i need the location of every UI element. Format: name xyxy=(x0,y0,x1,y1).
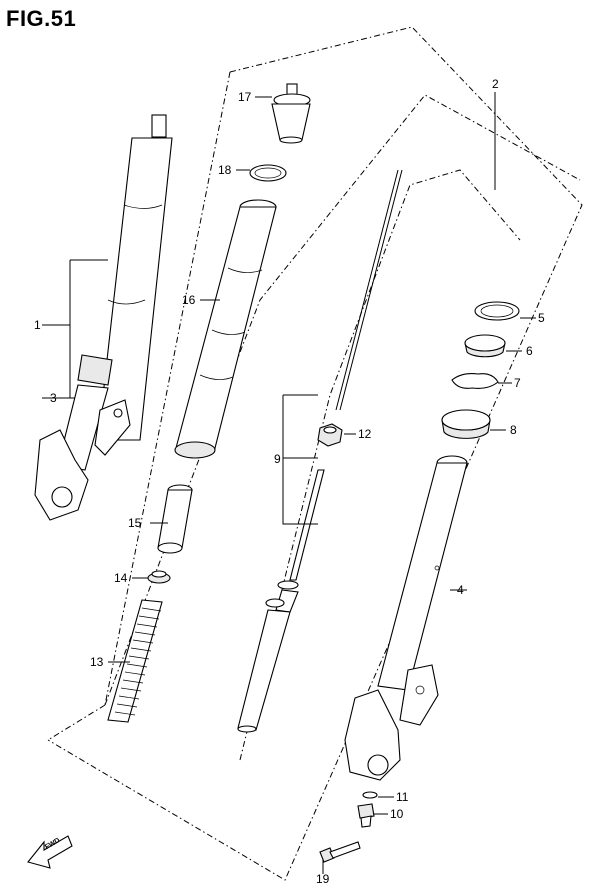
outer-tube-top-band xyxy=(77,354,113,386)
fwd-arrow-icon xyxy=(27,835,73,869)
callout-5: 5 xyxy=(538,311,545,325)
figure-title: FIG.51 xyxy=(6,6,77,31)
inner-assembly-frame xyxy=(239,169,521,761)
axle-bracket xyxy=(34,429,89,521)
leader-lines xyxy=(42,92,536,874)
axle-holder-right xyxy=(344,689,401,781)
front-fork-left-assembly xyxy=(34,114,173,521)
guide-bushing xyxy=(451,373,499,389)
callout-8: 8 xyxy=(510,423,517,437)
spring-seat xyxy=(147,570,171,584)
callout-7: 7 xyxy=(514,376,521,390)
callout-6: 6 xyxy=(526,344,533,358)
axle-hole xyxy=(51,486,73,508)
gasket xyxy=(362,791,378,799)
callout-16: 16 xyxy=(182,293,196,307)
callout-18: 18 xyxy=(218,163,232,177)
callout-3: 3 xyxy=(50,391,57,405)
fork-cap-bolt xyxy=(151,114,167,138)
caliper-bracket-right xyxy=(399,664,439,726)
callout-2: 2 xyxy=(492,77,499,91)
callout-9: 9 xyxy=(274,452,281,466)
callout-4: 4 xyxy=(457,583,464,597)
spacer xyxy=(157,484,193,554)
callout-13: 13 xyxy=(90,655,104,669)
callout-15: 15 xyxy=(128,516,142,530)
callout-17: 17 xyxy=(238,90,252,104)
inner-tube xyxy=(97,137,173,441)
fork-cap-bolt-assembly xyxy=(271,83,311,144)
frame-join xyxy=(47,704,106,741)
outer-assembly-frame xyxy=(47,26,583,881)
drain-bolt xyxy=(357,803,375,828)
damper-rod-assembly xyxy=(237,169,403,733)
fork-spring xyxy=(107,599,163,723)
callout-12: 12 xyxy=(358,427,372,441)
seal-stack xyxy=(441,301,520,439)
callout-19: 19 xyxy=(316,872,330,886)
callout-14: 14 xyxy=(114,571,128,585)
cylinder-bolt xyxy=(319,841,361,863)
o-ring xyxy=(249,164,287,182)
callout-10: 10 xyxy=(390,807,404,821)
outer-tube-right xyxy=(344,455,468,781)
inner-tube-part xyxy=(174,199,277,459)
callout-1: 1 xyxy=(34,318,41,332)
callout-11: 11 xyxy=(396,790,409,804)
lock-nut xyxy=(317,423,343,447)
assembly-boundary-frames xyxy=(47,26,583,881)
